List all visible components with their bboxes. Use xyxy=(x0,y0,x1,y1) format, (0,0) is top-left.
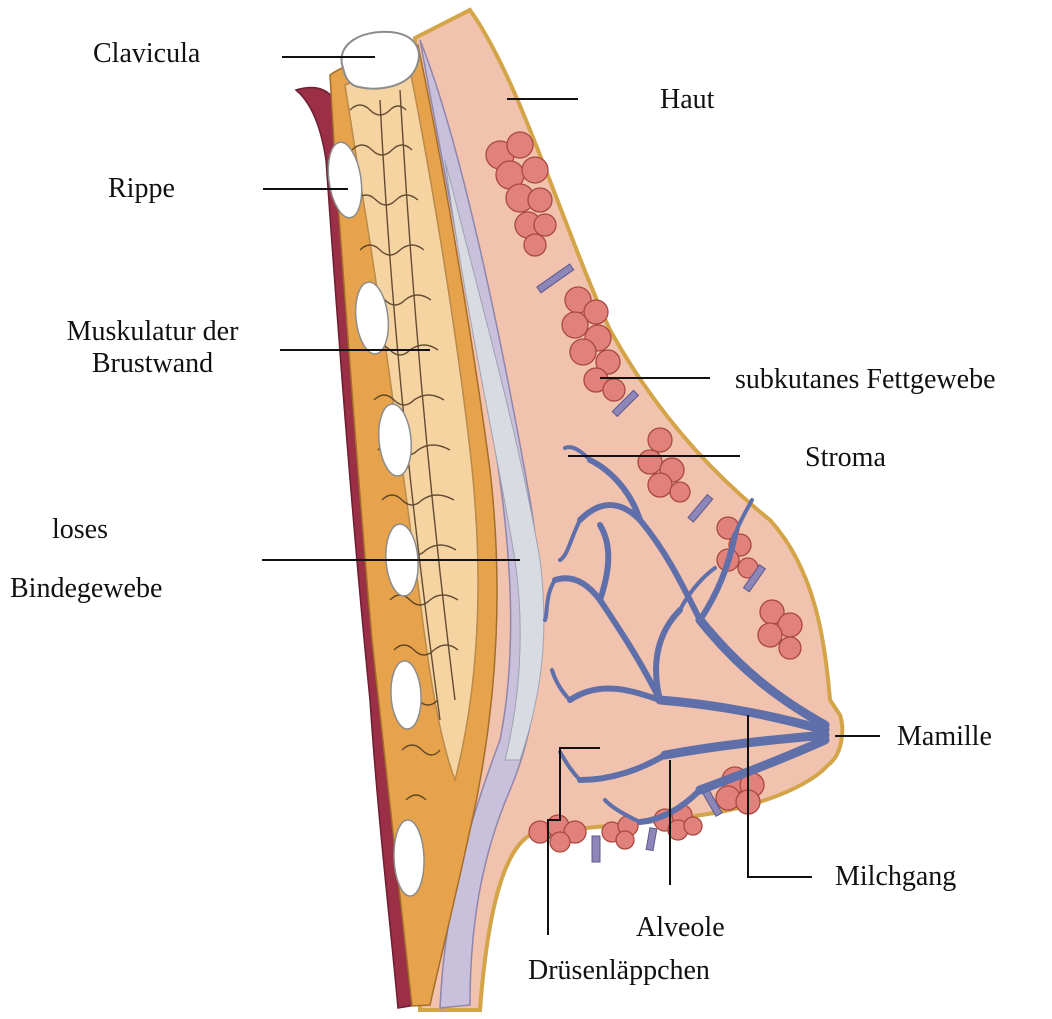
clavicula-bone xyxy=(341,32,418,89)
label-haut: Haut xyxy=(660,84,714,116)
label-bindegewebe: Bindegewebe xyxy=(10,573,162,605)
label-milchgang: Milchgang xyxy=(835,861,956,893)
label-muskulatur-line2: Brustwand xyxy=(50,348,255,380)
label-druesen: Drüsenläppchen xyxy=(528,955,710,987)
label-loses: loses xyxy=(52,514,108,546)
label-rippe: Rippe xyxy=(108,173,175,205)
label-alveole: Alveole xyxy=(636,912,725,944)
label-muskulatur-line1: Muskulatur der xyxy=(50,316,255,348)
label-muskulatur: Muskulatur der Brustwand xyxy=(50,316,255,380)
label-subkutanes: subkutanes Fettgewebe xyxy=(735,364,996,396)
label-clavicula: Clavicula xyxy=(93,38,200,70)
label-stroma: Stroma xyxy=(805,442,886,474)
label-mamille: Mamille xyxy=(897,721,992,753)
